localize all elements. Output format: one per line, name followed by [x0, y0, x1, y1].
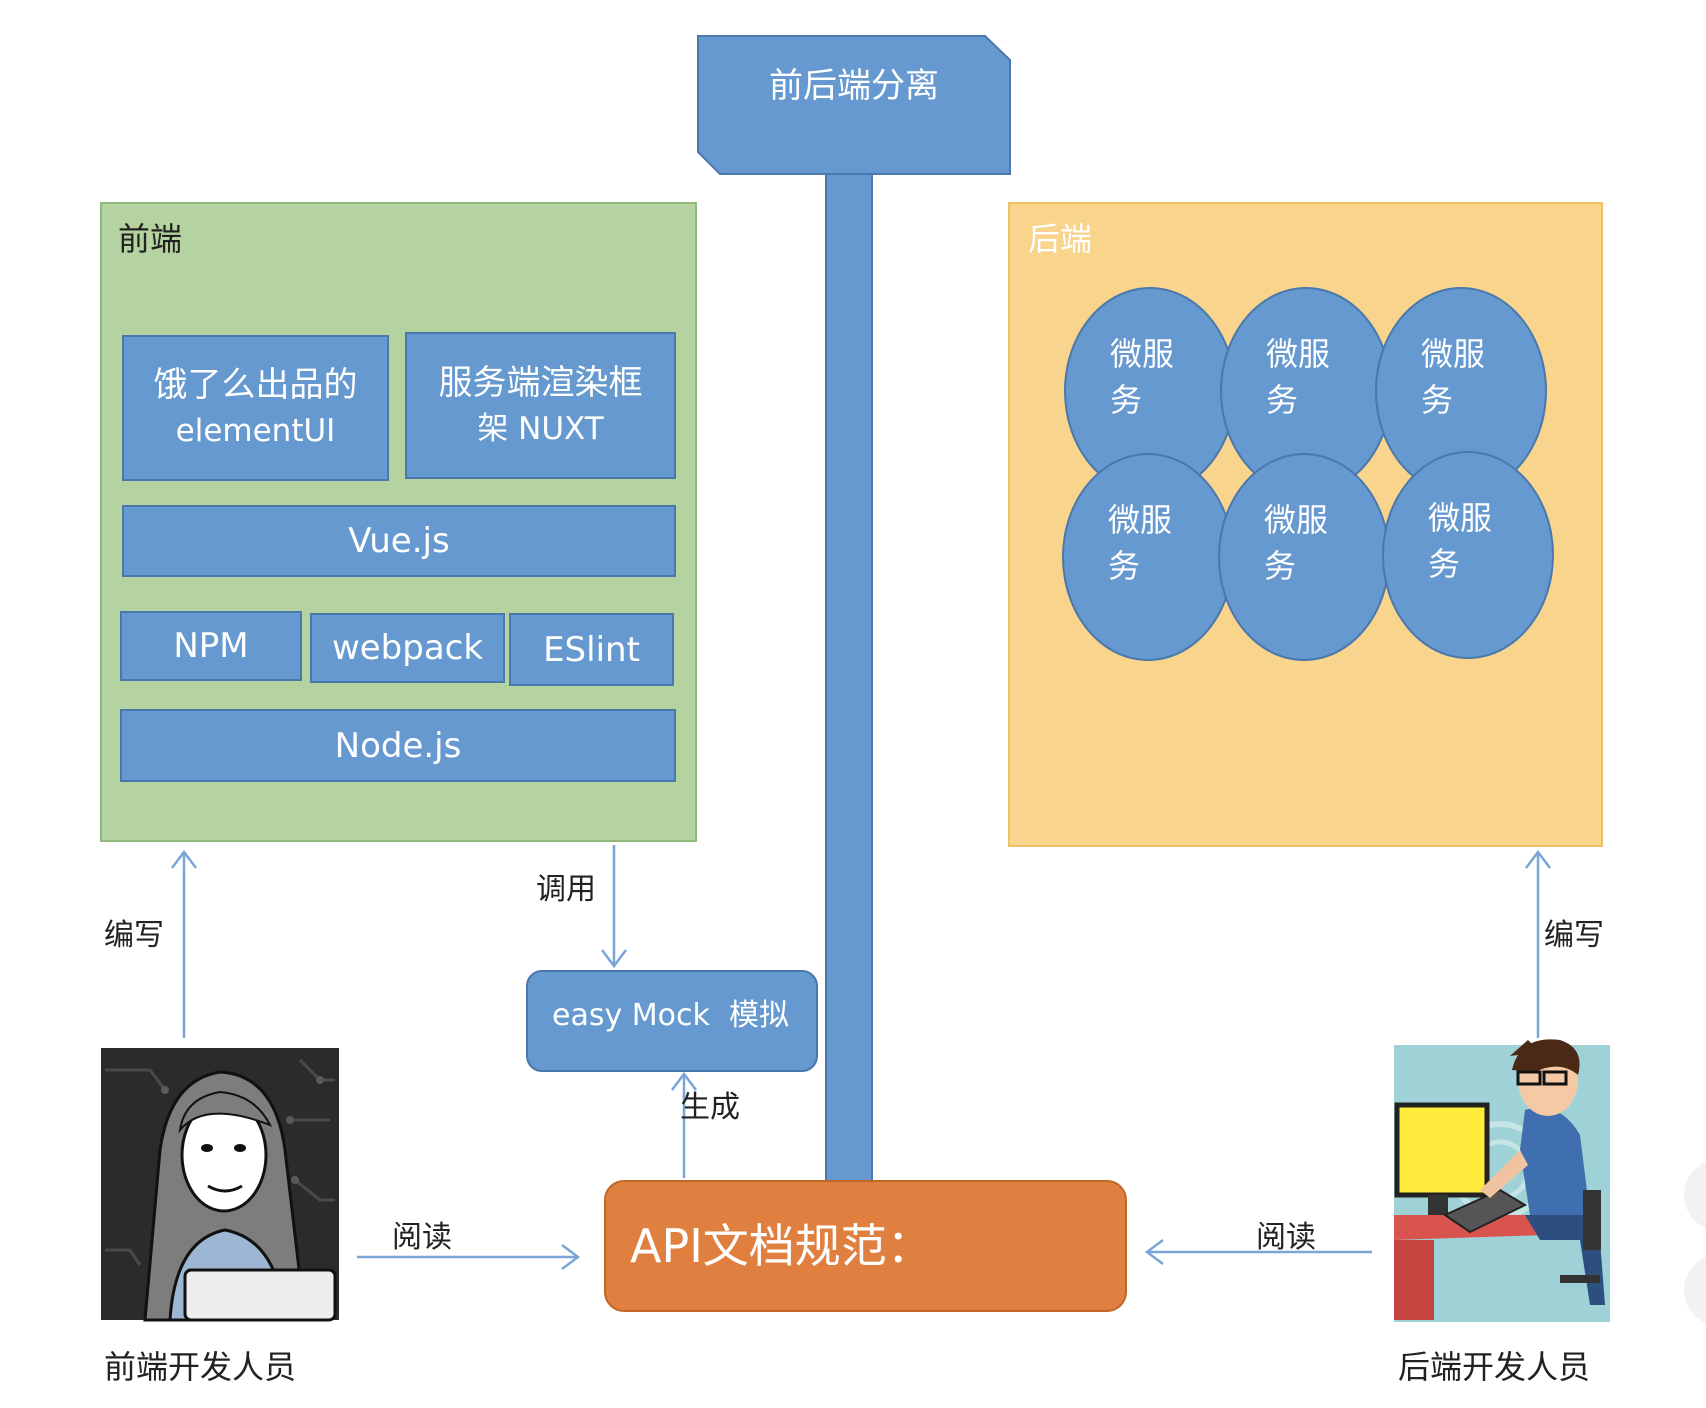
- microservice-5-line2: 务: [1264, 547, 1297, 585]
- microservice-4: 微服 务: [1062, 453, 1234, 661]
- api-doc-box: [604, 1180, 1127, 1312]
- microservice-4-line2: 务: [1108, 547, 1141, 585]
- node-box: Node.js: [120, 709, 676, 782]
- call-arrow-head: [601, 949, 627, 969]
- microservice-6: 微服 务: [1382, 451, 1554, 659]
- write-left-arrow-head: [171, 849, 197, 869]
- microservice-2-line1: 微服: [1266, 335, 1331, 373]
- vue-box: Vue.js: [122, 505, 676, 577]
- elementui-box: 饿了么出品的 elementUI: [122, 335, 389, 481]
- frontend-dev-label: 前端开发人员: [104, 1348, 297, 1386]
- microservice-1-line2: 务: [1110, 381, 1143, 419]
- npm-box: NPM: [120, 611, 302, 681]
- pillar: [825, 170, 873, 1185]
- microservice-3: 微服 务: [1375, 287, 1547, 495]
- microservice-2-line2: 务: [1266, 381, 1299, 419]
- elementui-line2: elementUI: [175, 413, 336, 449]
- microservice-3-line2: 务: [1421, 381, 1454, 419]
- backend-title: 后端: [1028, 220, 1093, 258]
- elementui-line1: 饿了么出品的: [153, 365, 358, 405]
- read-left-label: 阅读: [392, 1220, 452, 1255]
- nuxt-line1: 服务端渲染框: [438, 362, 643, 403]
- mock-box: [526, 970, 818, 1072]
- microservice-3-line1: 微服: [1421, 335, 1486, 373]
- api-doc-label: API文档规范：: [630, 1219, 933, 1273]
- generate-label: 生成: [680, 1090, 740, 1125]
- mock-label: easy Mock 模拟: [552, 998, 789, 1033]
- backend-dev-label: 后端开发人员: [1398, 1348, 1591, 1386]
- nuxt-box: 服务端渲染框 架 NUXT: [405, 332, 676, 479]
- write-right-label: 编写: [1544, 918, 1604, 953]
- microservice-5-line1: 微服: [1264, 501, 1329, 539]
- read-right-arrow-head: [1144, 1239, 1164, 1265]
- microservice-6-line2: 务: [1428, 545, 1461, 583]
- banner-label: 前后端分离: [769, 66, 939, 106]
- webpack-box: webpack: [310, 613, 505, 683]
- write-left-label: 编写: [104, 918, 164, 953]
- write-right-arrow-head: [1525, 849, 1551, 869]
- microservice-5: 微服 务: [1218, 453, 1390, 661]
- eslint-box: ESlint: [509, 613, 674, 686]
- frontend-title: 前端: [118, 220, 183, 258]
- nuxt-line2: 架 NUXT: [477, 410, 604, 447]
- microservice-6-line1: 微服: [1428, 499, 1493, 537]
- microservice-1-line1: 微服: [1110, 335, 1175, 373]
- read-left-arrow-head: [561, 1244, 581, 1270]
- call-label: 调用: [536, 872, 596, 907]
- read-right-label: 阅读: [1256, 1220, 1316, 1255]
- microservice-4-line1: 微服: [1108, 501, 1173, 539]
